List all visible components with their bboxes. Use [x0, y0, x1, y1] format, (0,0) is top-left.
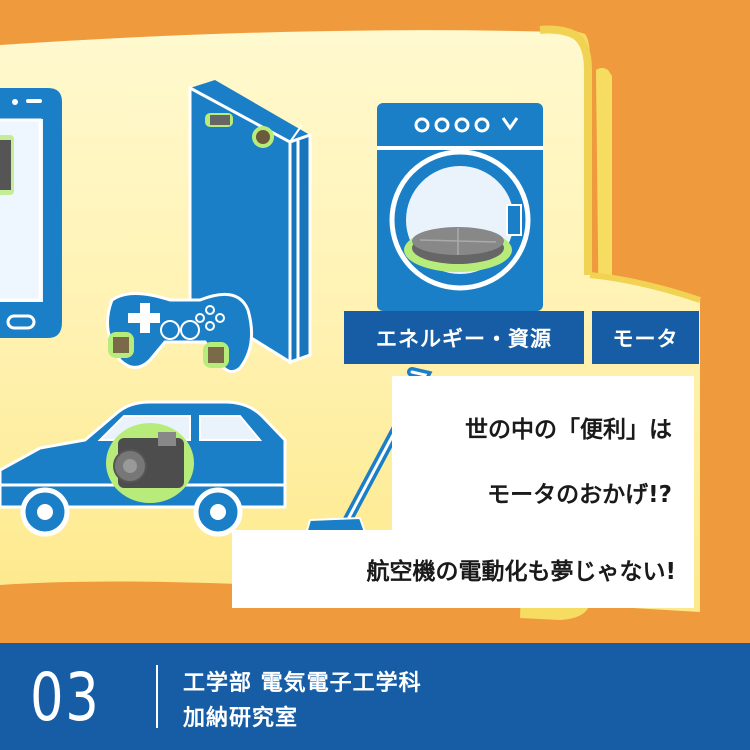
lab-name: 加納研究室 [183, 706, 299, 731]
smartphone-icon [0, 88, 62, 338]
energy-resources-tag: エネルギー・資源 [344, 311, 584, 364]
caption-box-lower: 航空機の電動化も夢じゃない! [232, 530, 694, 608]
department-name: 工学部 電気電子工学科 [183, 671, 422, 696]
motor-tag: モータ [592, 311, 699, 364]
car-icon [0, 400, 287, 537]
caption-line-convenience: 世の中の「便利」は [465, 416, 672, 443]
caption-line-thanks-to-motor: モータのおかげ!? [487, 481, 672, 508]
game-console-icon [188, 80, 312, 365]
washing-machine-icon [377, 103, 543, 311]
footer-bar: 03 工学部 電気電子工学科 加納研究室 [0, 643, 750, 750]
footer-divider [156, 665, 158, 728]
episode-number: 03 [30, 658, 101, 736]
caption-box-upper: 世の中の「便利」は モータのおかげ!? [392, 376, 694, 542]
caption-line-aircraft-electrification: 航空機の電動化も夢じゃない! [366, 559, 677, 585]
game-controller-icon [106, 292, 254, 374]
